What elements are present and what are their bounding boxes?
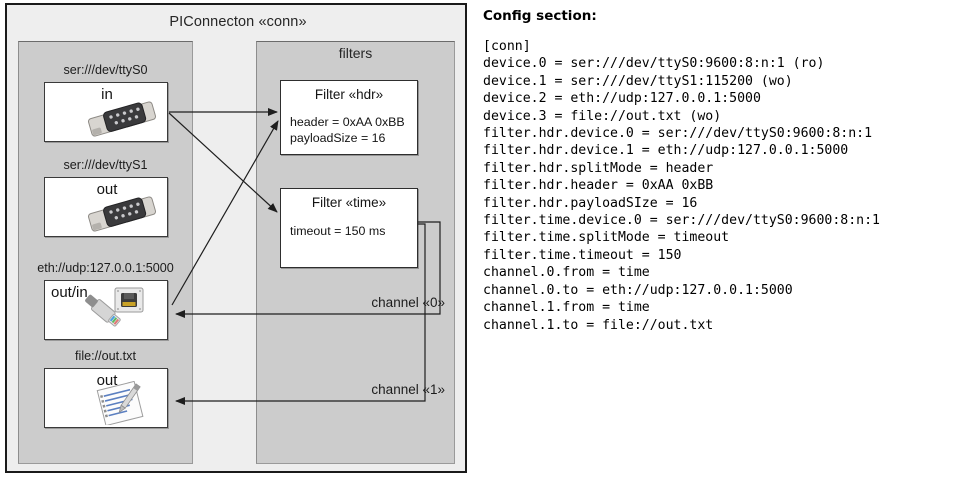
- device-box-ttys0[interactable]: in: [44, 82, 168, 142]
- device-label-ttys0: ser:///dev/ttyS0: [63, 63, 148, 77]
- config-heading: Config section:: [483, 8, 597, 24]
- filter-attr-line: timeout = 150 ms: [290, 224, 386, 238]
- channel-label-1: channel «1»: [371, 382, 445, 397]
- serial-port-icon: [88, 101, 156, 137]
- device-direction-label: in: [101, 86, 113, 103]
- filter-title: Filter «hdr»: [314, 87, 384, 102]
- device-box-ttys1[interactable]: out: [44, 177, 168, 237]
- text-file-icon: [96, 381, 144, 425]
- filter-attrs: header = 0xAA 0xBB payloadSize = 16: [290, 114, 405, 146]
- filter-box-time[interactable]: Filter «time» timeout = 150 ms: [280, 188, 418, 268]
- serial-port-icon: [88, 196, 156, 232]
- filter-attr-line: payloadSize = 16: [290, 131, 386, 145]
- filter-title: Filter «time»: [311, 195, 387, 210]
- device-direction-label: out: [96, 372, 118, 389]
- device-direction-label: out: [96, 181, 118, 198]
- filters-panel-title: filters: [338, 45, 373, 61]
- filter-attrs: timeout = 150 ms: [290, 223, 385, 239]
- device-box-file[interactable]: out: [44, 368, 168, 428]
- device-label-file: file://out.txt: [75, 349, 136, 363]
- page-title: PIConnecton «conn»: [169, 14, 307, 30]
- device-label-eth: eth://udp:127.0.0.1:5000: [37, 261, 174, 275]
- device-box-eth[interactable]: out/in: [44, 280, 168, 340]
- channel-label-0: channel «0»: [371, 295, 445, 310]
- filter-box-hdr[interactable]: Filter «hdr» header = 0xAA 0xBB payloadS…: [280, 80, 418, 155]
- config-text: [conn] device.0 = ser:///dev/ttyS0:9600:…: [483, 39, 880, 333]
- device-label-ttys1: ser:///dev/ttyS1: [63, 158, 148, 172]
- filter-attr-line: header = 0xAA 0xBB: [290, 115, 405, 129]
- ethernet-jack-icon: [85, 287, 144, 327]
- device-direction-label: out/in: [51, 284, 88, 301]
